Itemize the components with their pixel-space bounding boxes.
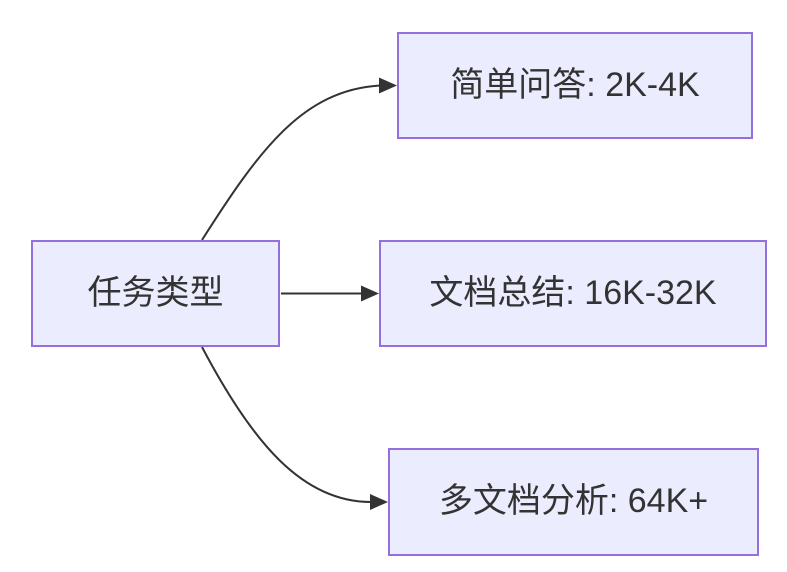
node-doc-summary-label: 文档总结: 16K-32K — [429, 273, 717, 312]
edge-task-type-to-multi-doc — [201, 346, 388, 510]
edge-task-type-to-simple-qa — [201, 77, 397, 241]
edge-task-type-to-doc-summary — [281, 285, 379, 302]
node-simple-qa-label: 简单问答: 2K-4K — [450, 65, 700, 104]
node-task-type: 任务类型 — [31, 240, 280, 347]
node-doc-summary: 文档总结: 16K-32K — [379, 240, 767, 347]
arrowhead-icon — [361, 285, 379, 302]
arrowhead-icon — [370, 494, 388, 510]
node-simple-qa: 简单问答: 2K-4K — [397, 32, 753, 139]
node-multi-doc-label: 多文档分析: 64K+ — [438, 482, 709, 521]
arrowhead-icon — [379, 77, 397, 94]
node-task-type-label: 任务类型 — [87, 273, 224, 312]
node-multi-doc: 多文档分析: 64K+ — [388, 448, 759, 556]
